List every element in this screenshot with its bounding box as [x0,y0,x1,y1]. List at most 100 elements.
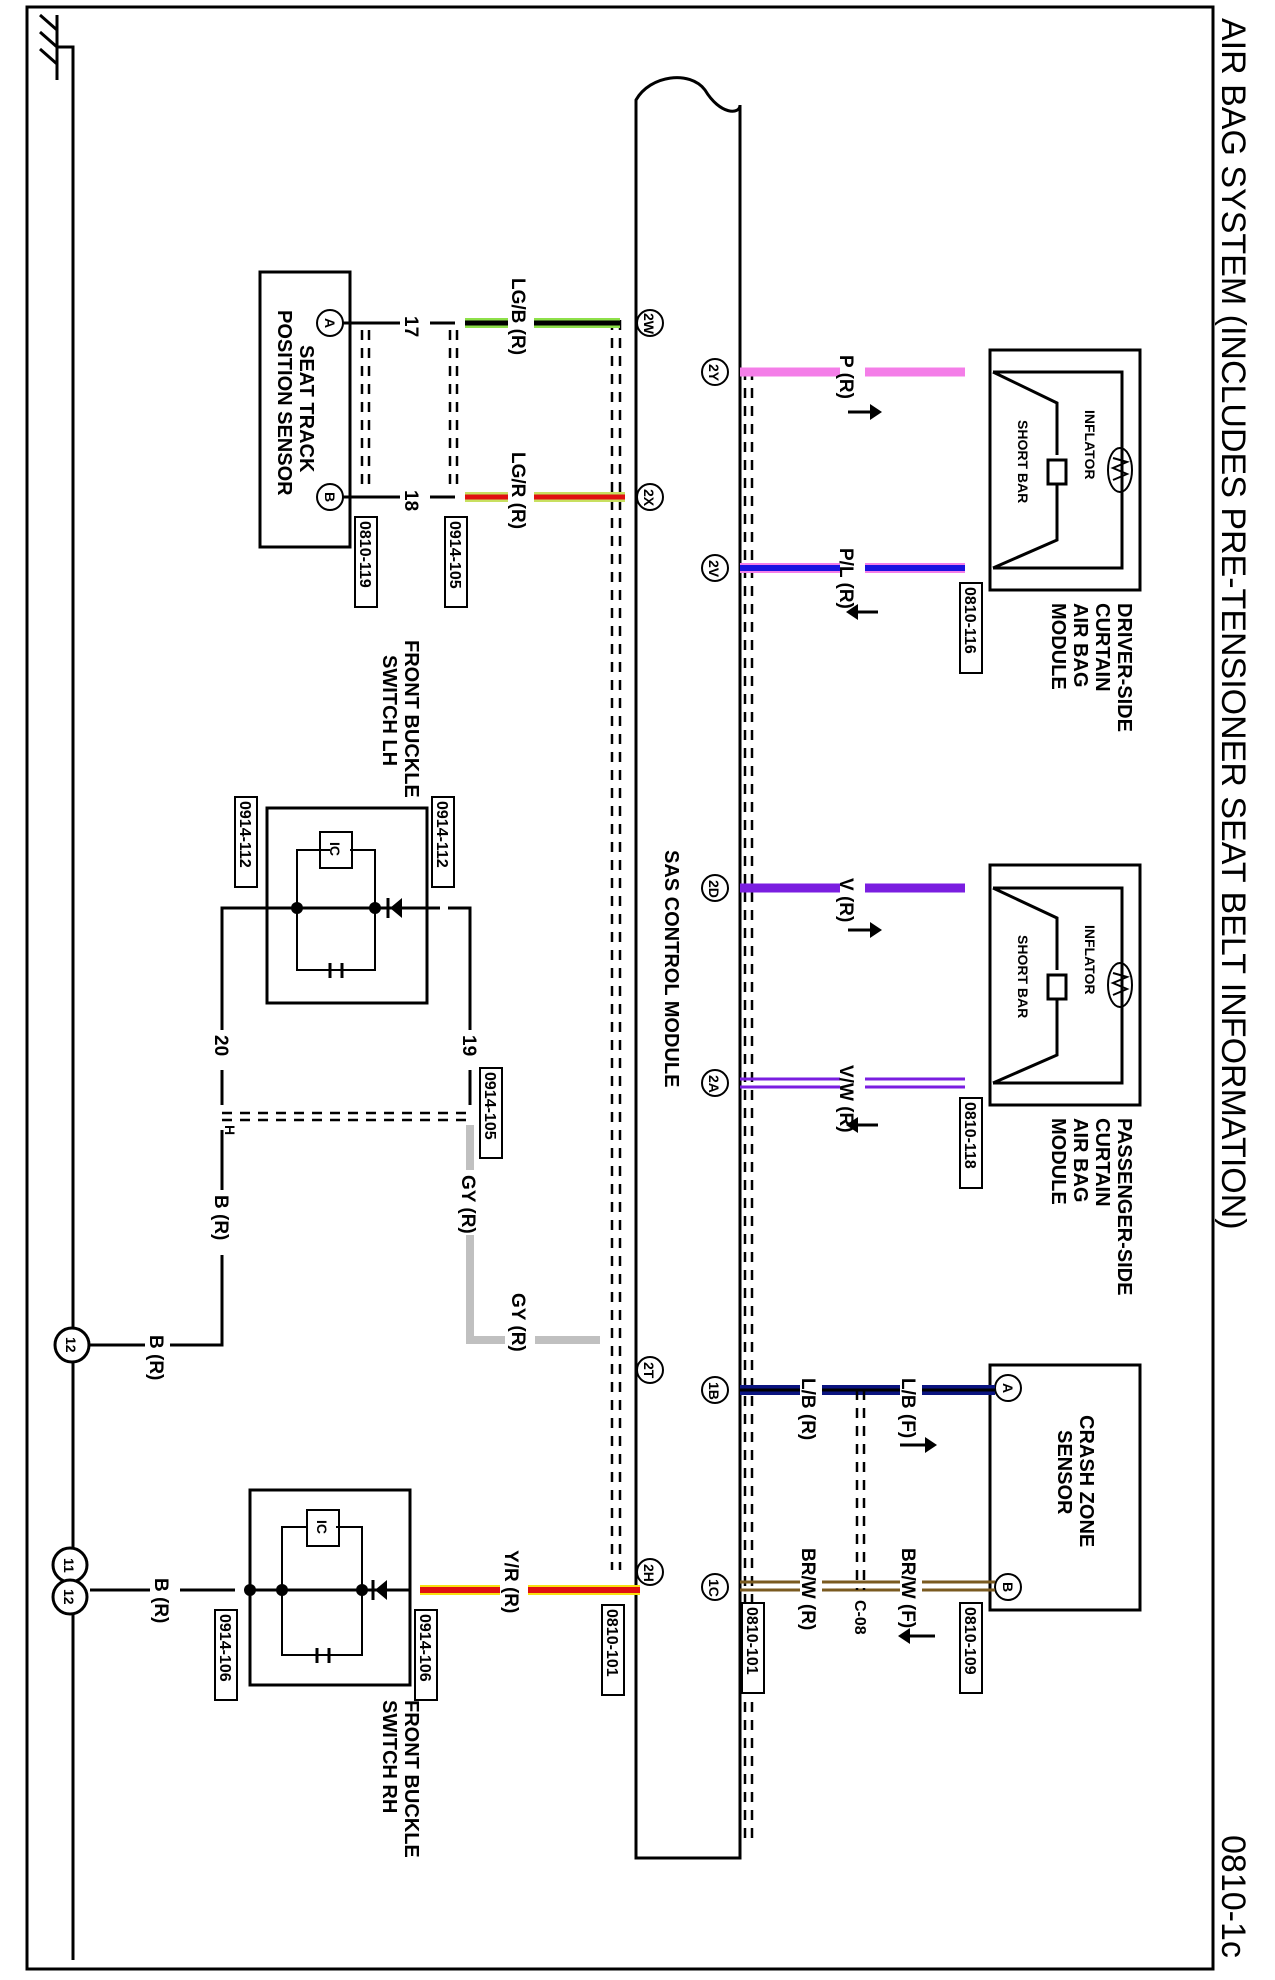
diagram-label: POSITION SENSOR [273,310,295,496]
connector-c-08: C-08 [851,1600,868,1635]
diagram-label: 0810-101 [603,1609,620,1677]
wire-brw: BR/W (R) BR/W (F) [740,1548,995,1644]
wire-lb: L/B (R) L/B (F) [740,1378,995,1453]
diagram-label: IC [327,842,343,856]
diagram-label: BR/W (R) [797,1548,818,1630]
diagram-label: H [222,1125,238,1135]
diagram-label: 0914-112 [236,801,253,868]
diagram-label: SEAT TRACK [295,345,317,473]
diagram-label: PASSENGER-SIDE [1113,1118,1135,1295]
diagram-label: 18 [400,490,421,511]
diagram-label: GY (R) [457,1175,478,1234]
wire-pl-r: P/L (R) [740,548,965,620]
driver-curtain-airbag-module: INFLATOR SHORT BAR DRIVER-SIDE CURTAIN A… [988,348,1142,732]
ground-11: 11 [51,1546,89,1584]
driver-inflator-label: INFLATOR [1082,410,1098,479]
seat-track-position-sensor: A B SEAT TRACK POSITION SENSOR [258,270,352,549]
diagram-label: B (R) [210,1195,231,1240]
wire-lgb-r: 17 LG/B (R) [343,278,620,355]
passenger-short-bar-label: SHORT BAR [1015,935,1031,1018]
connector-0914-105-a [444,516,468,608]
crash-zone-sensor: A B CRASH ZONE SENSOR [988,1363,1142,1612]
diagram-label: 2V [706,560,722,578]
diagram-label: 2T [641,1362,657,1379]
diagram-label: AIR BAG [1069,603,1091,687]
diagram-label: 0914-106 [416,1614,433,1682]
diagram-label: DRIVER-SIDE [1113,603,1135,732]
diagram-label: CURTAIN [1091,1118,1113,1207]
page-title: AIR BAG SYSTEM (INCLUDES PRE-TENSIONER S… [1214,18,1252,1230]
diagram-label: 2A [706,1075,722,1093]
page-code: 0810-1c [1214,1835,1252,1958]
diagram-label: 12 [61,1589,77,1605]
diagram-label: 0810-101 [743,1607,760,1675]
connector-0914-112-bottom [234,796,258,888]
ground-12-upper: 12 [53,1326,91,1364]
diagram-label: L/B (R) [797,1378,818,1440]
diagram-label: CURTAIN [1091,603,1113,692]
wire-lgr-r: 18 LG/R (R) [343,452,625,529]
diagram-label: B [322,492,338,502]
diagram-label: A [1000,1383,1016,1393]
diagram-label: LG/B (R) [507,278,528,355]
ground-symbol [39,13,75,1960]
connector-0810-118 [959,1097,983,1189]
diagram-label: 0914-105 [481,1072,498,1140]
driver-short-bar-label: SHORT BAR [1015,420,1031,503]
connector-0914-112-top [431,796,455,888]
diagram-label: 0810-118 [961,1102,978,1169]
diagram-label: MODULE [1047,1118,1069,1205]
wire-b-r-rh: B (R) [90,1578,235,1623]
diagram-label: CRASH ZONE [1075,1415,1097,1547]
sas-control-module: SAS CONTROL MODULE [634,76,742,1860]
diagram-label: 0810-116 [961,587,978,654]
diagram-label: 1B [706,1382,722,1400]
connector-0914-105-b [479,1067,503,1159]
connector-0914-106-right [414,1609,438,1701]
wire-p-r: P (R) [740,355,965,420]
diagram-label: B [1000,1582,1016,1592]
diagram-label: 2W [641,313,657,335]
diagram-label: IC [314,1520,330,1534]
diagram-label: 11 [61,1558,77,1573]
diagram-label: 2Y [706,364,722,382]
connector-0810-116 [959,582,983,674]
diagram-label: FRONT BUCKLE [400,640,422,798]
wire-vw-r: V/W (R) [740,1065,965,1133]
connector-0810-101-lower [601,1604,625,1696]
diagram-label: 0914-105 [446,521,463,589]
diagram-label: B (R) [150,1578,171,1623]
ground-12-lower: 12 [51,1578,89,1616]
diagram-label: SWITCH LH [378,655,400,766]
diagram-label: P (R) [835,355,856,399]
diagram-label: V (R) [835,878,856,922]
diagram-label: 17 [400,316,421,337]
wire-v-r: V (R) [740,878,965,938]
diagram-label: L/B (F) [897,1378,918,1438]
diagram-label: 2D [706,880,722,898]
module-pins-right: 2Y 2V 2D 2A 1B 1C [701,358,729,1601]
connector-0810-101-upper [741,1602,765,1694]
diagram-label: MODULE [1047,603,1069,690]
diagram-label: LG/R (R) [507,452,528,529]
diagram-label: AIR BAG [1069,1118,1091,1202]
passenger-inflator-label: INFLATOR [1082,925,1098,994]
diagram-label: V/W (R) [835,1065,856,1133]
page-frame [25,5,1215,1971]
diagram-label: 12 [63,1337,79,1353]
connector-0810-109 [959,1602,983,1694]
wire-yr-r: Y/R (R) [420,1550,640,1613]
diagram-label: Y/R (R) [500,1550,521,1613]
front-buckle-switch-rh: IC FRONT BUCKLE SWITCH RH [244,1488,422,1858]
sas-control-module-label: SAS CONTROL MODULE [660,850,682,1087]
diagram-label: GY (R) [507,1293,528,1352]
diagram-label: B (R) [145,1335,166,1380]
diagram-label: 0914-106 [216,1614,233,1682]
diagram-label: 19 [458,1035,479,1056]
diagram-label: 0810-109 [961,1607,978,1675]
diagram-label: 0914-112 [433,801,450,868]
passenger-curtain-label: PASSENGER-SIDE CURTAIN AIR BAG MODULE [1047,1118,1135,1295]
wire-b-r-lh: 20 B (R) B (R) [85,906,250,1380]
diagram-label: P/L (R) [835,548,856,609]
